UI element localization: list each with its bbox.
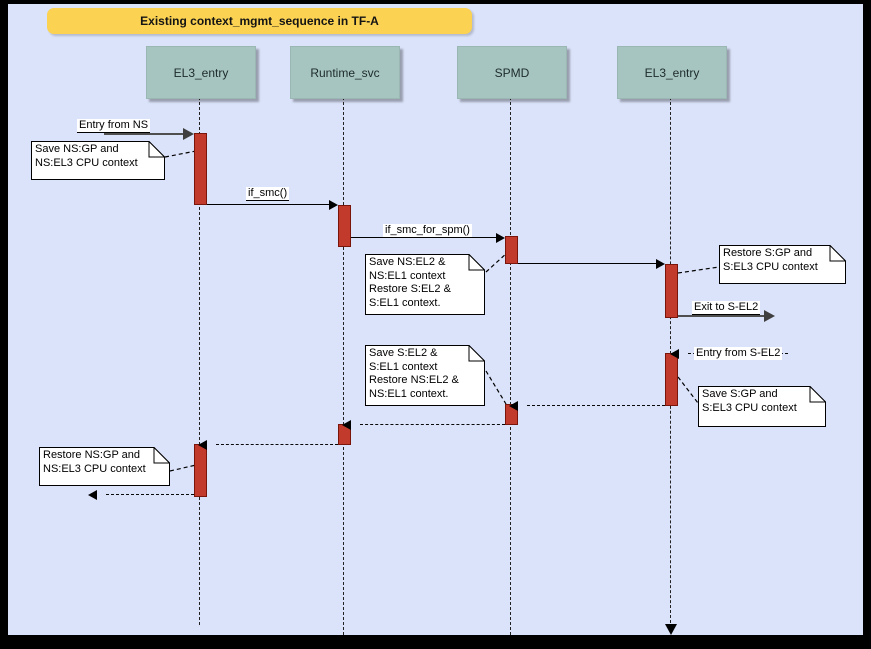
lifeline-head-runtime-svc: Runtime_svc — [290, 46, 400, 99]
note-shape — [698, 386, 826, 427]
note-fold-icon — [468, 254, 485, 271]
msg-return-exit-to-ns-arrowhead-icon — [88, 490, 97, 500]
msg-entry-from-ns-line — [104, 133, 183, 135]
note-shape — [365, 254, 485, 315]
msg-if-smc-for-spm-label: if_smc_for_spm() — [383, 224, 472, 238]
note-shape — [31, 141, 165, 180]
msg-entry-from-s-el2-arrowhead-icon — [670, 349, 679, 359]
note-save-ns-gp: Save NS:GP and NS:EL3 CPU context — [31, 141, 165, 180]
note-save-s-el2-text: Save S:EL2 & S:EL1 context Restore NS:EL… — [369, 347, 459, 400]
note-fold-icon — [809, 386, 826, 403]
note-restore-ns-gp: Restore NS:GP and NS:EL3 CPU context — [39, 447, 170, 486]
note-shape — [719, 245, 846, 284]
msg-return-el3-to-spmd-arrowhead-icon — [509, 401, 518, 411]
lifeline-el3-entry-1 — [199, 97, 200, 625]
msg-return-spmd-to-runtime-line — [360, 424, 505, 425]
note-save-ns-gp-text: Save NS:GP and NS:EL3 CPU context — [35, 143, 138, 169]
activation-el3-entry-2a — [665, 264, 678, 318]
lifeline-end-arrow-icon — [665, 624, 677, 635]
activation-runtime-svc-1 — [338, 205, 351, 247]
frame-border-top — [0, 0, 871, 4]
msg-spmd-to-el3-line — [518, 263, 656, 264]
note-save-s-gp: Save S:GP and S:EL3 CPU context — [698, 386, 826, 427]
note-connector-5 — [169, 464, 197, 472]
msg-entry-from-ns-arrowhead-icon — [183, 128, 194, 140]
msg-entry-from-ns-label: Entry from NS — [77, 119, 151, 133]
lifeline-head-el3-entry-1: EL3_entry — [146, 46, 256, 99]
note-save-s-gp-text: Save S:GP and S:EL3 CPU context — [702, 388, 797, 414]
activation-el3-entry-1b — [194, 444, 207, 497]
note-restore-s-gp-text: Restore S:GP and S:EL3 CPU context — [723, 247, 818, 273]
lifeline-runtime-svc — [343, 97, 344, 635]
note-connector-3 — [677, 376, 699, 404]
note-save-ns-el2-text: Save NS:EL2 & NS:EL1 context Restore S:E… — [369, 256, 451, 309]
note-shape — [365, 345, 485, 406]
frame-border-bottom — [0, 635, 871, 649]
activation-spmd-1 — [505, 236, 518, 264]
msg-if-smc-line — [207, 204, 329, 205]
frame-border-left — [0, 0, 8, 649]
msg-exit-to-s-el2-label: Exit to S-EL2 — [692, 301, 761, 315]
msg-if-smc-label: if_smc() — [246, 187, 290, 201]
note-connector-2 — [677, 266, 720, 274]
note-fold-icon — [153, 447, 170, 464]
lifeline-head-spmd: SPMD — [457, 46, 567, 99]
msg-return-runtime-to-el3-arrowhead-icon — [198, 440, 207, 450]
frame-border-right — [863, 0, 871, 649]
note-connector-4 — [485, 370, 507, 405]
msg-spmd-to-el3-arrowhead-icon — [656, 259, 665, 269]
activation-el3-entry-2b — [665, 353, 678, 406]
msg-return-runtime-to-el3-line — [216, 444, 338, 445]
lifeline-spmd — [510, 97, 511, 635]
msg-return-exit-to-ns-line — [106, 494, 194, 495]
msg-exit-to-s-el2-arrowhead-icon — [764, 310, 775, 322]
note-shape — [39, 447, 170, 486]
msg-entry-from-s-el2-label: Entry from S-EL2 — [694, 347, 783, 360]
note-save-ns-el2: Save NS:EL2 & NS:EL1 context Restore S:E… — [365, 254, 485, 315]
note-save-s-el2: Save S:EL2 & S:EL1 context Restore NS:EL… — [365, 345, 485, 406]
note-connector-0 — [164, 150, 197, 158]
note-fold-icon — [148, 141, 165, 158]
msg-if-smc-for-spm-arrowhead-icon — [496, 233, 505, 243]
msg-return-spmd-to-runtime-arrowhead-icon — [342, 420, 351, 430]
note-fold-icon — [468, 345, 485, 362]
note-restore-s-gp: Restore S:GP and S:EL3 CPU context — [719, 245, 846, 284]
msg-exit-to-s-el2-line — [678, 315, 764, 317]
msg-return-el3-to-spmd-line — [527, 405, 665, 406]
lifeline-head-el3-entry-2: EL3_entry — [617, 46, 727, 99]
note-restore-ns-gp-text: Restore NS:GP and NS:EL3 CPU context — [43, 449, 146, 475]
diagram-title: Existing context_mgmt_sequence in TF-A — [47, 8, 472, 34]
activation-el3-entry-1a — [194, 133, 207, 205]
note-fold-icon — [829, 245, 846, 262]
msg-if-smc-arrowhead-icon — [329, 200, 338, 210]
